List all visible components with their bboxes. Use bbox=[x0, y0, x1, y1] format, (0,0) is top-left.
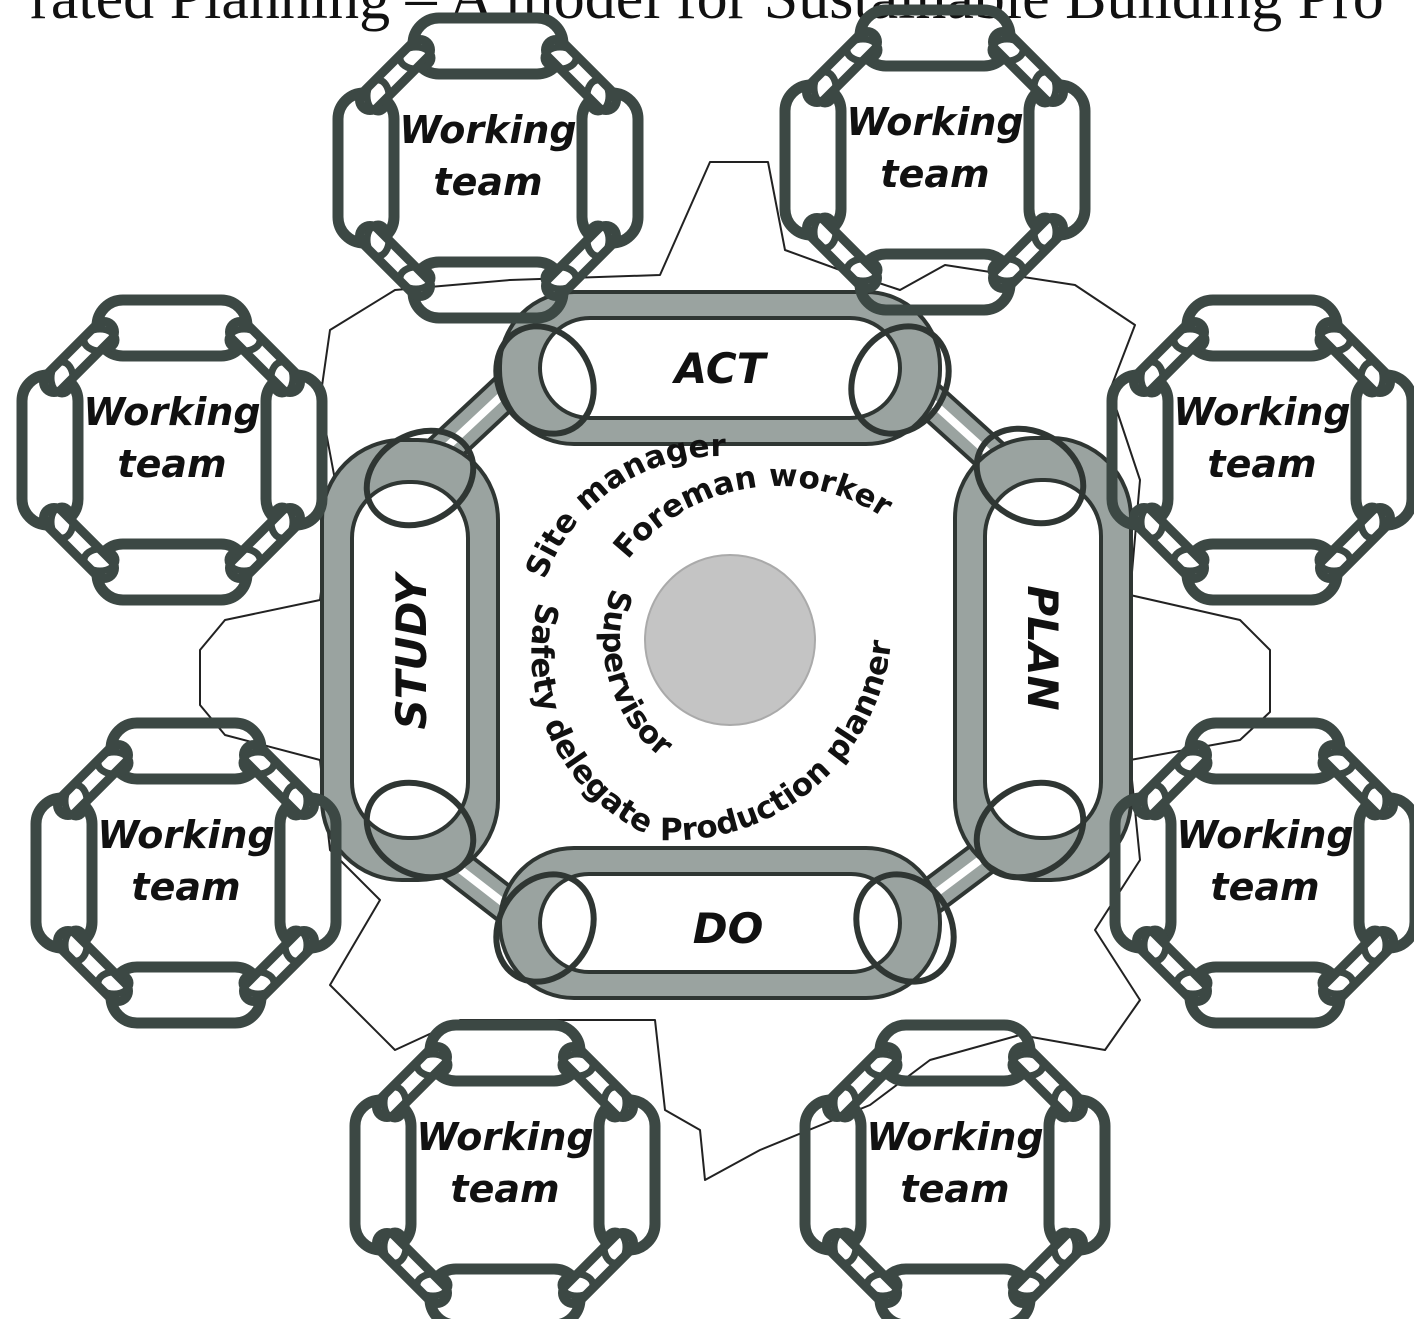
label-plan: PLAN bbox=[1018, 585, 1067, 710]
working-team-label-line1: Working bbox=[97, 813, 274, 857]
working-team-label-line2: team bbox=[1207, 442, 1316, 486]
working-team-ring: Working team bbox=[332, 12, 644, 324]
working-team-label-line1: Working bbox=[846, 100, 1023, 144]
working-team-label-line1: Working bbox=[416, 1115, 593, 1159]
working-team-ring: Working team bbox=[799, 1019, 1111, 1319]
working-team-label-line1: Working bbox=[1176, 813, 1353, 857]
working-team-ring: Working team bbox=[779, 4, 1091, 316]
working-team-label-line2: team bbox=[433, 160, 542, 204]
working-team-label-line2: team bbox=[880, 152, 989, 196]
working-team-label-line1: Working bbox=[83, 390, 260, 434]
working-team-ring: Working team bbox=[1106, 294, 1414, 606]
working-team-ring: Working team bbox=[1109, 717, 1414, 1029]
working-team-label-line1: Working bbox=[866, 1115, 1043, 1159]
working-teams: WorkingteamWorkingteamWorkingteamWorking… bbox=[16, 4, 1414, 1319]
center-hub bbox=[644, 554, 816, 726]
label-study: STUDY bbox=[387, 571, 436, 730]
working-team-label-line2: team bbox=[900, 1167, 1009, 1211]
working-team-ring: Working team bbox=[349, 1019, 661, 1319]
label-do: DO bbox=[693, 904, 764, 953]
working-team-label-line1: Working bbox=[1173, 390, 1350, 434]
working-team-label-line2: team bbox=[1210, 865, 1319, 909]
working-team-label-line1: Working bbox=[399, 108, 576, 152]
working-team-label-line2: team bbox=[117, 442, 226, 486]
working-team-label-line2: team bbox=[450, 1167, 559, 1211]
label-act: ACT bbox=[672, 344, 769, 393]
working-team-ring: Working team bbox=[16, 294, 328, 606]
page-title: rated Planning – A model for Sustainable… bbox=[30, 0, 1384, 32]
working-team-ring: Working team bbox=[30, 717, 342, 1029]
pdca-chain: ACT DO STUDY PLAN bbox=[320, 290, 1133, 1000]
working-team-label-line2: team bbox=[131, 865, 240, 909]
